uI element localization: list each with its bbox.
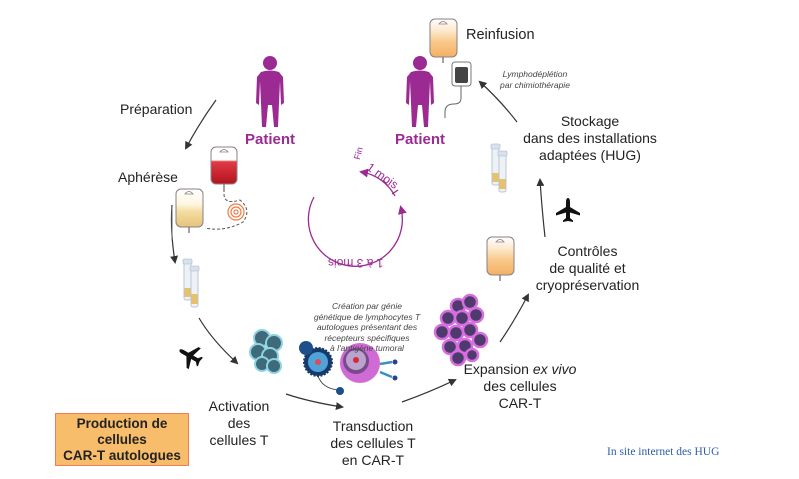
note-lymphodepletion-line: par chimiothérapie (500, 79, 570, 90)
chemotherapy-bag (444, 61, 472, 118)
step-storage-line: adaptées (HUG) (539, 147, 641, 163)
arrow-transduction-to-expansion (401, 378, 457, 403)
arrow-expansion-to-quality (499, 293, 529, 343)
expanded-car-t-cells (433, 293, 489, 367)
production-title-line: CAR-T autologues (63, 448, 181, 463)
viral-vector (299, 341, 344, 395)
patient-left-figure (256, 56, 284, 127)
arrow-tubes-to-activation (198, 317, 239, 365)
step-expansion-italic: ex vivo (532, 361, 577, 377)
step-transduction-label: Transduction des cellules T en CAR-T (318, 418, 428, 469)
step-quality-line: cryopréservation (535, 277, 640, 293)
step-expansion-label: Expansion ex vivo des cellules CAR-T (455, 361, 585, 412)
step-apheresis-label: Aphérèse (118, 169, 178, 185)
step-quality-line: de qualité et (549, 260, 626, 276)
step-storage-label: Stockage dans des installations adaptées… (515, 113, 665, 164)
patient-right-label: Patient (395, 131, 446, 148)
patient-right-figure (406, 56, 434, 127)
step-quality-line: Contrôles (557, 243, 618, 259)
note-genetic-line: à l'antigène tumoral (330, 343, 404, 353)
step-expansion-line: des cellules (483, 378, 557, 394)
arrow-quality-to-storage (536, 178, 546, 238)
step-storage-line: Stockage (560, 113, 620, 129)
source-credit: In site internet des HUG (607, 446, 720, 458)
sample-tubes-left (182, 258, 200, 308)
product-bag-quality (486, 236, 515, 281)
step-activation-label: Activation des cellules T (203, 398, 275, 449)
step-expansion-prefix: Expansion (463, 361, 533, 377)
arrow-preparation (185, 99, 217, 150)
step-transduction-line: Transduction (332, 418, 414, 434)
step-activation-line: cellules T (209, 432, 269, 448)
arrow-activation-to-transduction (285, 393, 344, 411)
step-storage-line: dans des installations (523, 130, 657, 146)
product-bag-reinfusion (429, 18, 458, 63)
note-genetic-line: génétique de lymphocytes T (313, 311, 421, 322)
blood-bag-red (210, 146, 238, 192)
step-preparation-label: Préparation (120, 101, 193, 117)
note-genetic-engineering: Création par génie génétique de lymphocy… (298, 301, 436, 354)
step-transduction-line: en CAR-T (341, 452, 405, 468)
plane-icon-right (556, 198, 580, 222)
production-title-line: Production de (76, 416, 168, 431)
step-transduction-line: des cellules T (330, 435, 416, 451)
step-activation-line: des (227, 415, 251, 431)
note-genetic-line: récepteurs spécifiques (324, 332, 410, 343)
note-lymphodepletion-line: Lymphodéplétion (502, 69, 568, 79)
activated-t-cells (249, 329, 283, 374)
step-activation-line: Activation (208, 398, 270, 414)
apheresis-swirl (204, 193, 248, 230)
engineered-t-cell (340, 343, 398, 383)
arrow-storage-to-reinfusion (478, 80, 518, 123)
production-title-line: cellules (97, 432, 147, 447)
timeline-long-label: 1 à 3 mois (328, 256, 384, 270)
note-genetic-line: Création par génie (332, 301, 402, 311)
note-genetic-line: autologues présentant des (316, 322, 418, 332)
step-expansion-line: CAR-T (498, 395, 542, 411)
note-lymphodepletion: Lymphodéplétion par chimiothérapie (500, 69, 570, 90)
step-reinfusion-label: Reinfusion (466, 27, 535, 43)
blood-bag-yellow (175, 188, 204, 233)
production-title-box: Production de cellules CAR-T autologues (55, 413, 189, 466)
step-expansion-line: Expansion ex vivo (455, 361, 585, 378)
sample-tubes-right (490, 143, 508, 193)
timeline-circle (307, 168, 407, 267)
patient-left-label: Patient (245, 131, 296, 148)
plane-icon-left (173, 339, 207, 373)
step-quality-label: Contrôles de qualité et cryopréservation (530, 243, 645, 294)
